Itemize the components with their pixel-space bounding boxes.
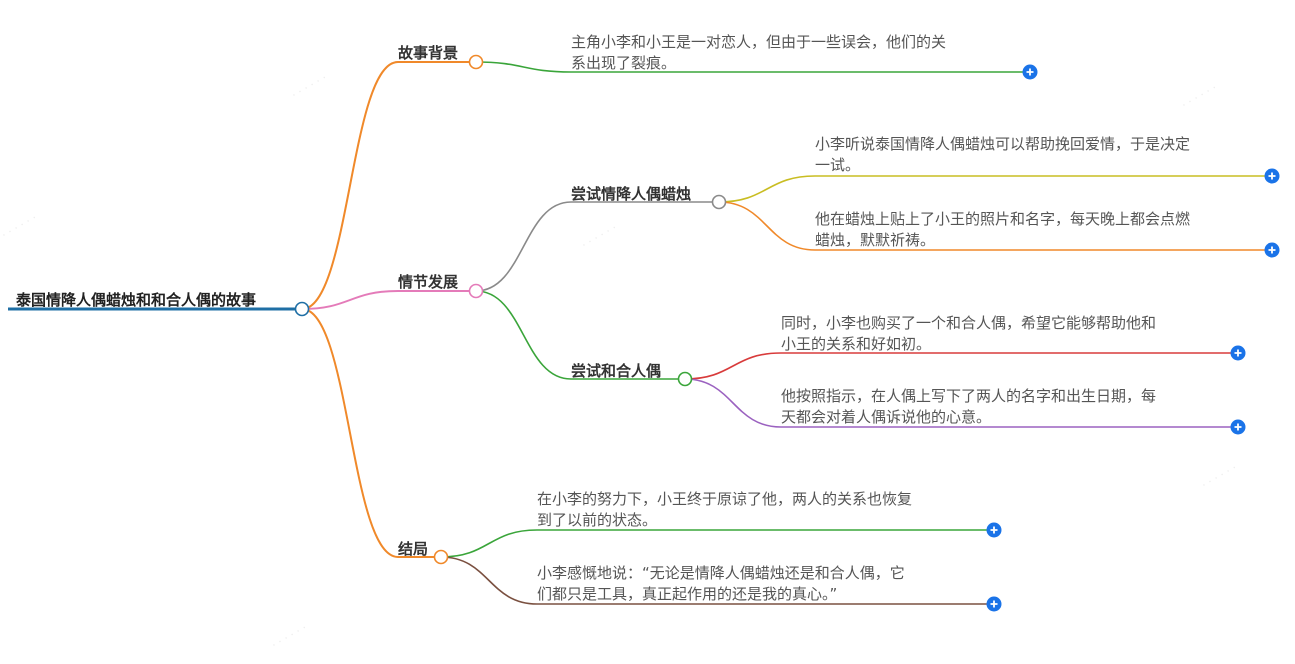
link-doll-leaf2	[684, 378, 782, 428]
collapse-doll-toggle[interactable]	[677, 371, 693, 387]
leaf-background-1[interactable]: 主角小李和小王是一对恋人，但由于一些误会，他们的关 系出现了裂痕。	[571, 33, 947, 72]
leaf-candle-1[interactable]: 小李听说泰国情降人偶蜡烛可以帮助挽回爱情，于是决定 一试。	[815, 135, 1191, 174]
collapse-root-toggle[interactable]	[294, 301, 310, 317]
node-try-doll[interactable]: 尝试和合人偶	[571, 362, 662, 380]
collapse-background-toggle[interactable]	[468, 54, 484, 70]
leaf-ending-2[interactable]: 小李感慨地说：“无论是情降人偶蜡烛还是和合人偶，它 们都只是工具，真正起作用的还…	[537, 564, 905, 603]
link-root-plot	[301, 290, 399, 310]
node-plot-development[interactable]: 情节发展	[398, 273, 459, 291]
collapse-candle-toggle[interactable]	[711, 194, 727, 210]
expand-candle-leaf1-button[interactable]	[1264, 168, 1280, 184]
expand-doll-leaf2-button[interactable]	[1230, 419, 1246, 435]
root-node-label[interactable]: 泰国情降人偶蜡烛和和合人偶的故事	[16, 291, 257, 309]
expand-doll-leaf1-button[interactable]	[1230, 345, 1246, 361]
link-background-leaf1	[475, 61, 572, 73]
link-plot-doll	[475, 290, 572, 380]
expand-candle-leaf2-button[interactable]	[1264, 242, 1280, 258]
expand-ending-leaf2-button[interactable]	[986, 596, 1002, 612]
collapse-plot-toggle[interactable]	[468, 283, 484, 299]
node-ending[interactable]: 结局	[398, 540, 429, 558]
link-candle-leaf1	[718, 175, 816, 203]
link-plot-candle	[475, 201, 572, 292]
collapse-ending-toggle[interactable]	[433, 549, 449, 565]
link-root-ending	[301, 308, 399, 558]
link-ending-leaf2	[440, 556, 538, 605]
link-candle-leaf2	[718, 201, 816, 251]
node-try-candle[interactable]: 尝试情降人偶蜡烛	[571, 185, 692, 203]
link-ending-leaf1	[440, 529, 538, 558]
leaf-doll-2[interactable]: 他按照指示，在人偶上写下了两人的名字和出生日期，每 天都会对着人偶诉说他的心意。	[781, 387, 1157, 426]
expand-ending-leaf1-button[interactable]	[986, 522, 1002, 538]
node-story-background[interactable]: 故事背景	[398, 44, 459, 62]
leaf-doll-1[interactable]: 同时，小李也购买了一个和合人偶，希望它能够帮助他和 小王的关系和好如初。	[781, 314, 1157, 353]
leaf-ending-1[interactable]: 在小李的努力下，小王终于原谅了他，两人的关系也恢复 到了以前的状态。	[537, 490, 913, 529]
link-root-background	[301, 61, 399, 310]
expand-background-leaf1-button[interactable]	[1022, 64, 1038, 80]
link-doll-leaf1	[684, 352, 782, 380]
leaf-candle-2[interactable]: 他在蜡烛上贴上了小王的照片和名字，每天晚上都会点燃 蜡烛，默默祈祷。	[815, 210, 1191, 249]
